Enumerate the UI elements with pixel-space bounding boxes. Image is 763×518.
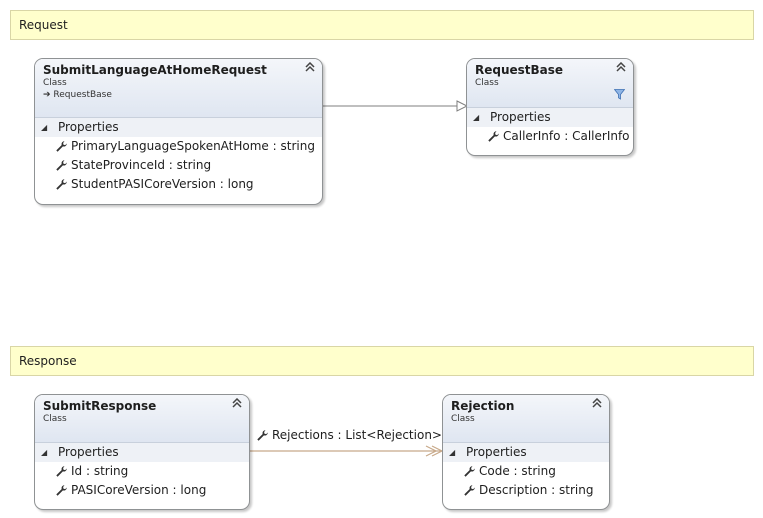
class-name: RequestBase bbox=[475, 63, 564, 77]
request-note[interactable]: Request bbox=[10, 10, 754, 40]
association-label[interactable]: Rejections : List<Rejection> bbox=[256, 428, 442, 445]
class-name: SubmitResponse bbox=[43, 399, 157, 413]
properties-section[interactable]: ◢ Properties bbox=[35, 118, 322, 137]
response-note-text: Response bbox=[19, 354, 77, 368]
association-label-text: Rejections : List<Rejection> bbox=[272, 428, 442, 442]
member-text: StateProvinceId : string bbox=[71, 158, 212, 172]
class-base: ➔ RequestBase bbox=[43, 89, 314, 102]
class-header: SubmitResponse Class bbox=[35, 395, 249, 443]
wrench-icon bbox=[463, 465, 479, 484]
class-kind: Class bbox=[43, 78, 67, 88]
properties-section[interactable]: ◢ Properties bbox=[35, 443, 249, 462]
class-request-base[interactable]: RequestBase Class ◢ Properties CallerInfo… bbox=[466, 58, 634, 156]
double-chevron-up-icon[interactable] bbox=[592, 397, 602, 411]
wrench-icon bbox=[55, 159, 71, 178]
section-label: Properties bbox=[490, 110, 551, 124]
member-row[interactable]: StudentPASICoreVersion : long bbox=[35, 175, 322, 194]
wrench-icon bbox=[487, 130, 503, 149]
class-submit-language-at-home-request[interactable]: SubmitLanguageAtHomeRequest Class ➔ Requ… bbox=[34, 58, 323, 205]
member-row[interactable]: CallerInfo : CallerInfo bbox=[467, 127, 633, 146]
member-text: StudentPASICoreVersion : long bbox=[71, 177, 254, 191]
section-label: Properties bbox=[58, 445, 119, 459]
member-row[interactable]: Code : string bbox=[443, 462, 609, 481]
member-text: PASICoreVersion : long bbox=[71, 483, 207, 497]
member-row[interactable]: Id : string bbox=[35, 462, 249, 481]
class-submit-response[interactable]: SubmitResponse Class ◢ Properties Id : st… bbox=[34, 394, 250, 510]
request-note-text: Request bbox=[19, 18, 68, 32]
collapse-triangle-icon[interactable]: ◢ bbox=[449, 448, 456, 457]
class-base-name: RequestBase bbox=[53, 90, 112, 100]
class-kind: Class bbox=[43, 414, 67, 424]
collapse-triangle-icon[interactable]: ◢ bbox=[41, 448, 48, 457]
wrench-icon bbox=[55, 484, 71, 503]
member-text: Id : string bbox=[71, 464, 129, 478]
class-rejection[interactable]: Rejection Class ◢ Properties Code : strin… bbox=[442, 394, 610, 510]
section-label: Properties bbox=[466, 445, 527, 459]
class-kind: Class bbox=[475, 78, 499, 88]
wrench-icon bbox=[55, 465, 71, 484]
class-kind: Class bbox=[451, 414, 475, 424]
wrench-icon bbox=[256, 429, 272, 445]
inheritance-arrowhead bbox=[456, 100, 469, 112]
collapse-triangle-icon[interactable]: ◢ bbox=[41, 123, 48, 132]
double-chevron-up-icon[interactable] bbox=[232, 397, 242, 411]
collapse-triangle-icon[interactable]: ◢ bbox=[473, 113, 480, 122]
member-text: Description : string bbox=[479, 483, 594, 497]
class-header: Rejection Class bbox=[443, 395, 609, 443]
filter-icon[interactable] bbox=[613, 85, 626, 104]
wrench-icon bbox=[55, 178, 71, 197]
member-row[interactable]: Description : string bbox=[443, 481, 609, 500]
inherits-arrow-icon: ➔ bbox=[43, 90, 51, 100]
member-text: Code : string bbox=[479, 464, 556, 478]
member-text: PrimaryLanguageSpokenAtHome : string bbox=[71, 139, 315, 153]
double-chevron-up-icon[interactable] bbox=[305, 61, 315, 75]
class-header: RequestBase Class bbox=[467, 59, 633, 108]
association-arrowhead-2 bbox=[425, 445, 438, 457]
response-note[interactable]: Response bbox=[10, 346, 754, 376]
member-row[interactable]: PrimaryLanguageSpokenAtHome : string bbox=[35, 137, 322, 156]
properties-section[interactable]: ◢ Properties bbox=[467, 108, 633, 127]
class-name: Rejection bbox=[451, 399, 515, 413]
class-name: SubmitLanguageAtHomeRequest bbox=[43, 63, 267, 77]
class-header: SubmitLanguageAtHomeRequest Class ➔ Requ… bbox=[35, 59, 322, 118]
wrench-icon bbox=[55, 140, 71, 159]
member-text: CallerInfo : CallerInfo bbox=[503, 129, 630, 143]
wrench-icon bbox=[463, 484, 479, 503]
member-row[interactable]: StateProvinceId : string bbox=[35, 156, 322, 175]
member-row[interactable]: PASICoreVersion : long bbox=[35, 481, 249, 500]
properties-section[interactable]: ◢ Properties bbox=[443, 443, 609, 462]
section-label: Properties bbox=[58, 120, 119, 134]
double-chevron-up-icon[interactable] bbox=[616, 61, 626, 75]
